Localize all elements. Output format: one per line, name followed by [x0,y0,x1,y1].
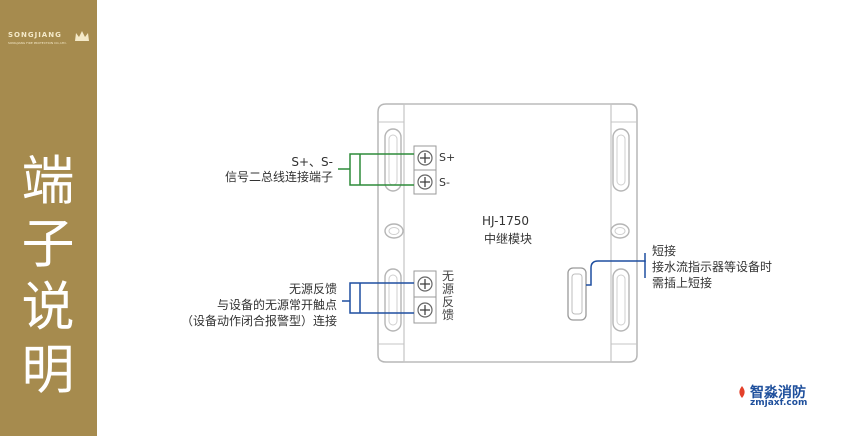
mounting-slot [612,268,630,332]
feedback-note: （设备动作闭合报警型）连接 [180,314,337,328]
device-name: 中继模块 [484,232,533,246]
terminal-label-feedback: 无源反馈 [442,269,455,322]
jumper-leader-line [586,260,646,286]
terminal-label-s-minus: S- [439,176,450,189]
title-char: 端 [21,151,75,212]
brand-name: 智淼消防 [750,385,806,401]
mounting-slot [612,128,630,192]
page-title: 端 子 说 明 [13,150,83,402]
sidebar: SONGJIANG SONGJIANG FIRE PROTECTION CO.,… [0,0,97,436]
mounting-slot [384,268,402,332]
title-char: 明 [21,340,75,401]
logo-text: SONGJIANG [8,31,62,39]
terminal-block-feedback [413,270,437,324]
short-title: 短接 [652,244,677,258]
terminal-block-signal [413,145,437,195]
jumper-socket [567,267,587,321]
module-panel [403,103,612,363]
terminal-label-s-plus: S+ [439,151,456,164]
brand-logo-icon [739,386,745,398]
device-model: HJ-1750 [482,214,530,228]
crown-logo-icon [75,31,89,41]
mounting-hole [610,223,630,239]
signal-connector-line [338,153,414,186]
feedback-description: 与设备的无源常开触点 [216,298,337,312]
signal-title: S+、S- [291,155,333,169]
feedback-title: 无源反馈 [288,282,337,296]
mounting-slot [384,128,402,192]
mounting-hole [384,223,404,239]
title-char: 说 [21,277,75,338]
feedback-connector-line [342,282,414,314]
brand-url: zmjaxf.com [750,398,808,408]
title-char: 子 [21,214,75,275]
short-description: 接水流指示器等设备时 [652,260,773,274]
signal-description: 信号二总线连接端子 [224,170,333,184]
short-note: 需插上短接 [652,276,713,290]
logo-subtitle: SONGJIANG FIRE PROTECTION CO.,LTD. [8,41,67,45]
